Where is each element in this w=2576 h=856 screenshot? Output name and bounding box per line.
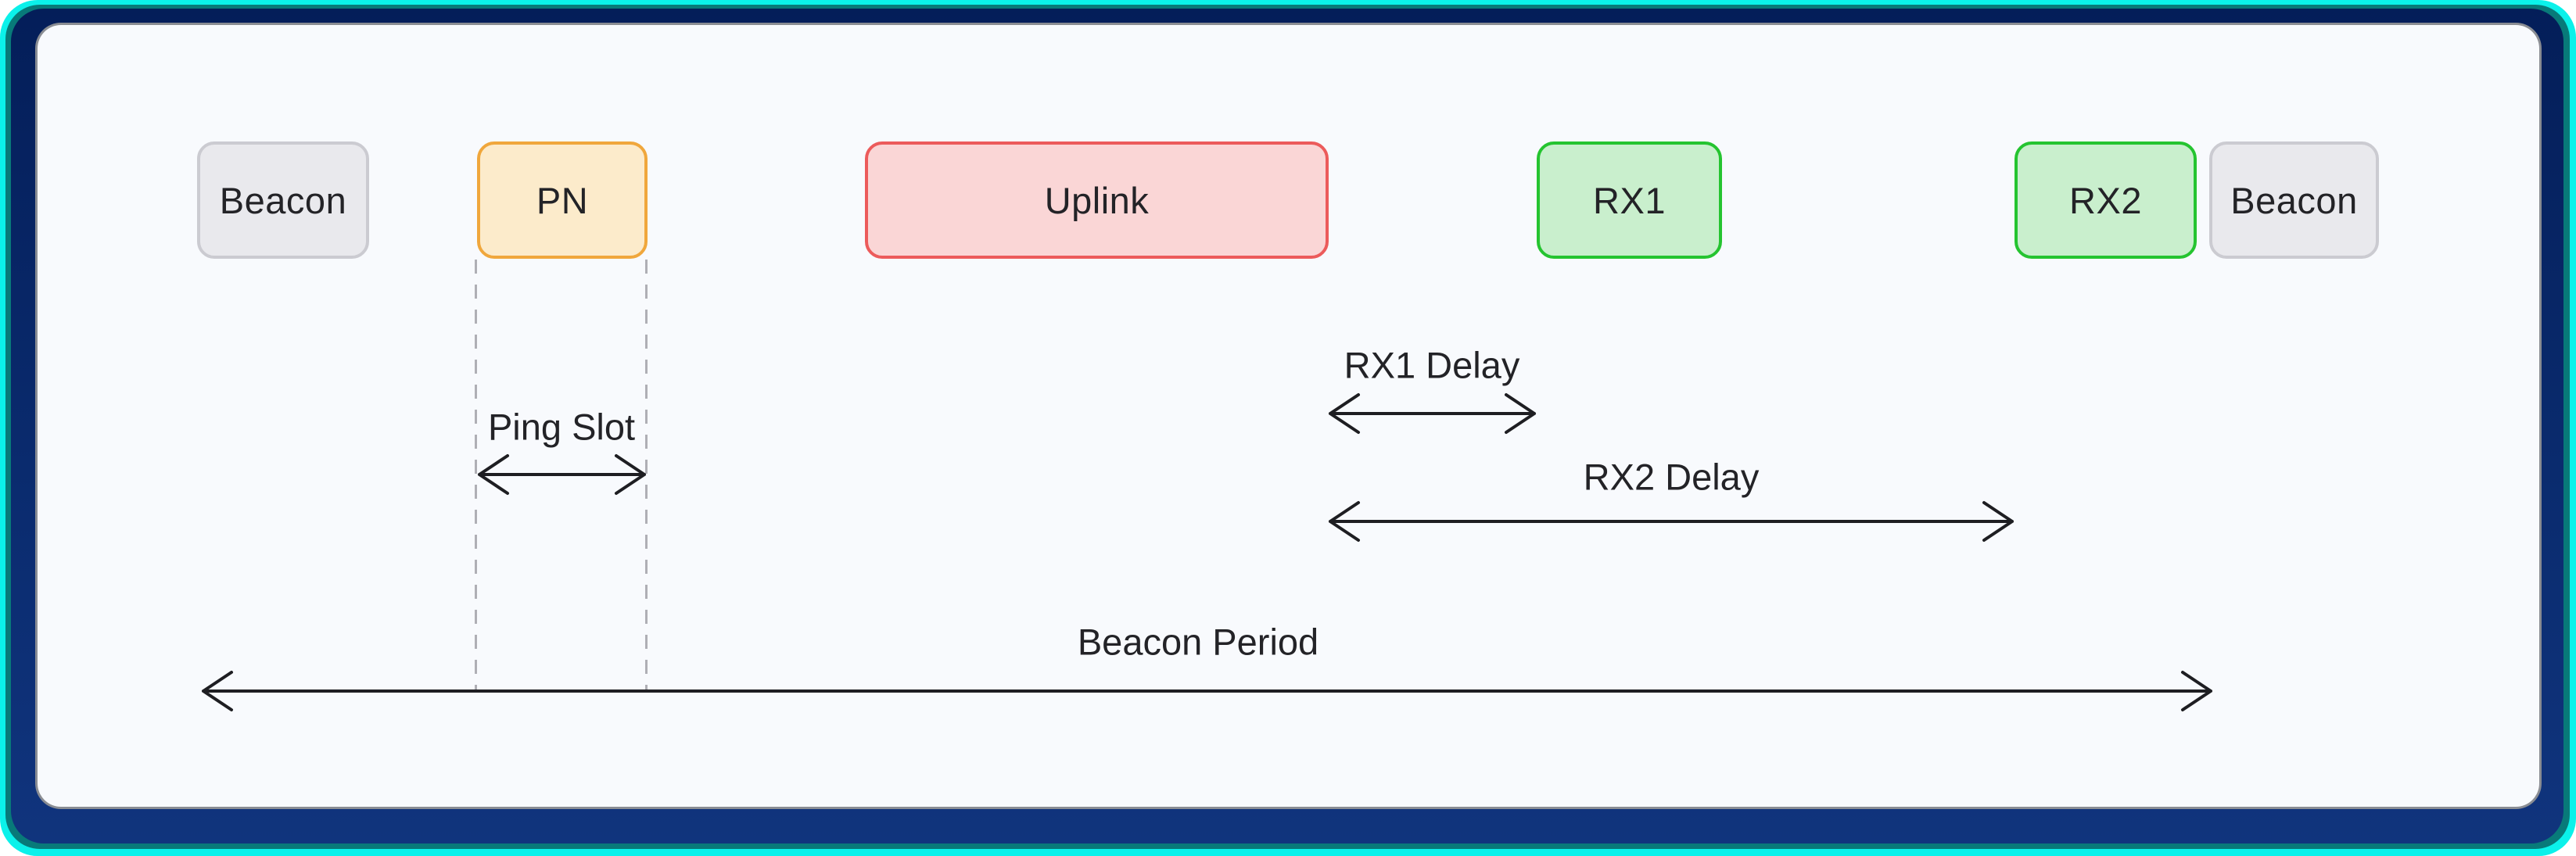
rx2-delay-label: RX2 Delay: [1583, 456, 1760, 498]
ping-slot-arrow: [478, 454, 646, 495]
rx2-delay-arrow: [1329, 501, 2014, 542]
box-label: RX2: [2069, 179, 2142, 221]
box-rx2: RX2: [2015, 141, 2197, 259]
box-beacon-start: Beacon: [197, 141, 369, 259]
box-pn: PN: [477, 141, 648, 259]
box-label: PN: [536, 179, 589, 221]
ping-slot-guide-left: [475, 260, 477, 691]
beacon-period-arrow: [202, 671, 2212, 711]
box-rx1: RX1: [1537, 141, 1722, 259]
box-label: RX1: [1593, 179, 1666, 221]
ping-slot-guide-right: [645, 260, 648, 691]
box-label: Beacon: [219, 179, 347, 221]
rx1-delay-label: RX1 Delay: [1344, 344, 1520, 386]
box-label: Beacon: [2230, 179, 2358, 221]
box-uplink: Uplink: [865, 141, 1329, 259]
box-label: Uplink: [1044, 179, 1150, 221]
rx1-delay-arrow: [1329, 393, 1536, 434]
box-beacon-end: Beacon: [2209, 141, 2379, 259]
ping-slot-label: Ping Slot: [487, 406, 636, 448]
beacon-period-label: Beacon Period: [1077, 621, 1319, 663]
